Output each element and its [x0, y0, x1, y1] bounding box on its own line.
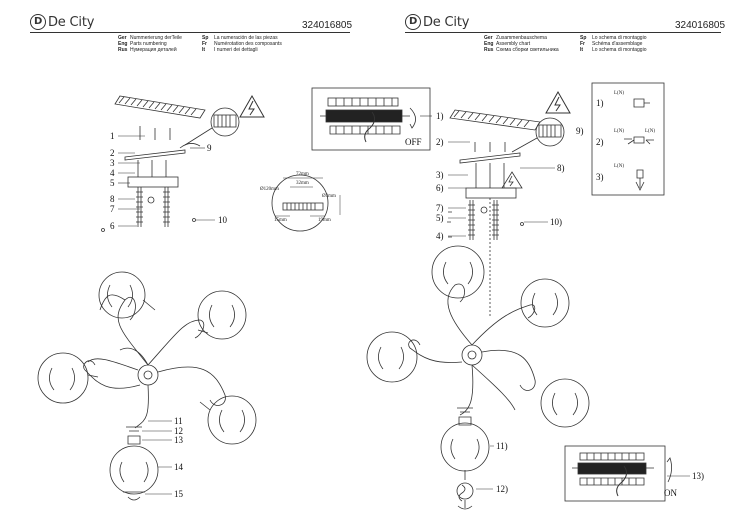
- mounting-bar: [124, 149, 186, 161]
- chandelier-drawing-right: [366, 245, 590, 510]
- canopy-plate: [127, 176, 179, 188]
- off-label: OFF: [405, 137, 422, 147]
- step-leader-lines: [420, 115, 555, 237]
- step-label: 4): [436, 231, 444, 241]
- dim-label: 19mm: [318, 218, 331, 223]
- step-label: 12): [496, 484, 508, 494]
- step-label: 2): [436, 137, 444, 147]
- brand-logo: D De City: [30, 14, 94, 30]
- brand-name: De City: [423, 14, 470, 30]
- logo-mark-icon: D: [30, 14, 46, 30]
- wiring-step-label: 3): [596, 172, 604, 182]
- part-label: 11: [174, 416, 183, 426]
- on-label: ON: [664, 488, 677, 498]
- step-label: 8): [557, 163, 565, 173]
- electric-warning-icon: [545, 90, 571, 114]
- step-label: 1): [436, 111, 444, 121]
- part-label: 1: [110, 131, 115, 141]
- part-label: 8: [110, 194, 115, 204]
- part-label: 5: [110, 178, 115, 188]
- logo-mark-icon: D: [405, 14, 421, 30]
- canopy-plate: [465, 187, 517, 199]
- wire-label: L(N): [614, 164, 624, 169]
- part-leader-lines: [118, 135, 215, 227]
- step-label: 7): [436, 203, 444, 213]
- part-label: 3: [110, 158, 115, 168]
- header-rule: [405, 32, 721, 33]
- dim-label: 72mm: [296, 172, 309, 177]
- part-label: 7: [110, 204, 115, 214]
- threaded-rods: [136, 187, 170, 227]
- part-label: 4: [110, 168, 115, 178]
- step-label: 6): [436, 183, 444, 193]
- product-code: 324016805: [675, 20, 726, 31]
- header-rule: [30, 32, 350, 33]
- wire-label: L(N): [614, 129, 624, 134]
- ring-part: [147, 196, 155, 204]
- wiring-step-label: 2): [596, 137, 604, 147]
- step-label: 3): [436, 170, 444, 180]
- brand-name: De City: [48, 14, 95, 30]
- wire-label: L(N): [614, 91, 624, 96]
- step-label: 9): [576, 126, 584, 136]
- terminal-zoom-circle: [535, 117, 565, 147]
- ceiling-hatch: [449, 109, 541, 131]
- dim-label: 32mm: [296, 181, 309, 186]
- product-code: 324016805: [302, 20, 353, 31]
- dimension-detail: [271, 174, 341, 232]
- part-label: 14: [174, 462, 183, 472]
- dim-label: 15mm: [274, 218, 287, 223]
- mounting-screws: [139, 126, 171, 140]
- dim-label: Ø120mm: [260, 187, 279, 192]
- brand-logo: D De City: [405, 14, 469, 30]
- small-warning-icon: [501, 171, 523, 189]
- part-label: 9: [207, 143, 212, 153]
- step-label: 13): [692, 471, 704, 481]
- terminal-zoom-circle: [210, 107, 240, 137]
- mounting-bar: [459, 152, 521, 164]
- breaker-panel-on: [564, 445, 690, 502]
- part-label: 10: [218, 215, 227, 225]
- dim-label: Ø3mm: [322, 194, 336, 199]
- wiring-step-label: 1): [596, 98, 604, 108]
- part-label: 6: [110, 221, 115, 231]
- step-label: 11): [496, 441, 508, 451]
- part-label: 15: [174, 489, 183, 499]
- chandelier-drawing-left: [37, 271, 257, 501]
- part-label: 13: [174, 435, 183, 445]
- part-label: 2: [110, 148, 115, 158]
- part-label: 12: [174, 426, 183, 436]
- step-label: 10): [550, 217, 562, 227]
- ceiling-hatch: [114, 95, 206, 119]
- wire-label: L(N): [645, 129, 655, 134]
- electric-warning-icon: [239, 94, 265, 118]
- step-label: 5): [436, 213, 444, 223]
- breaker-panel-off: [311, 87, 431, 151]
- wiring-diagram-box: [591, 82, 665, 196]
